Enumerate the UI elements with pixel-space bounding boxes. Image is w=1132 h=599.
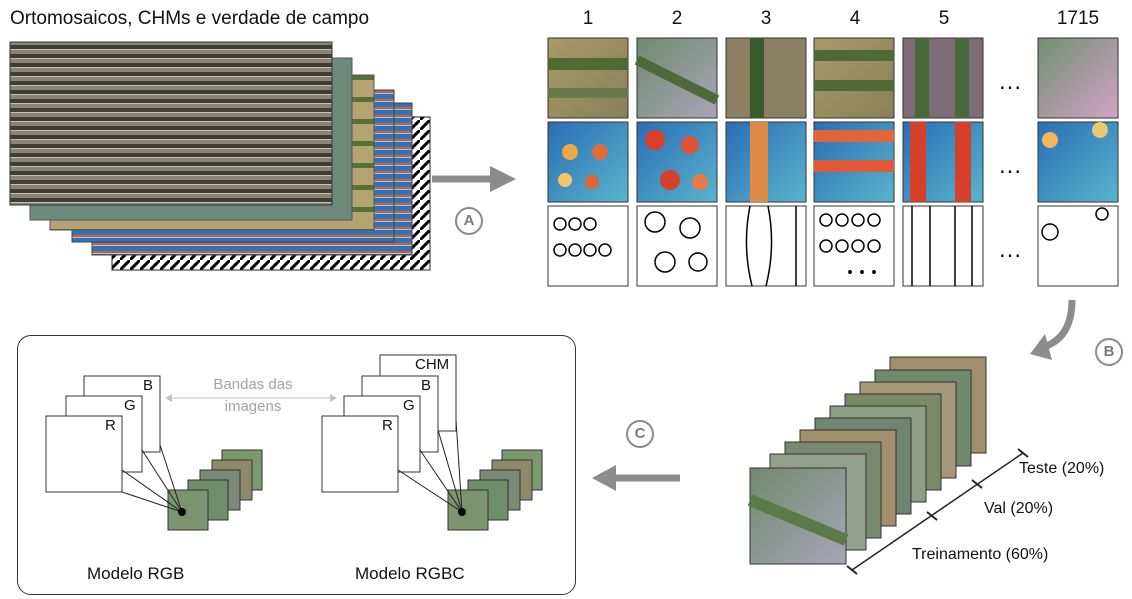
bands-label: imagens — [224, 398, 282, 415]
flow-arrow-icon — [165, 394, 172, 402]
tile-ellipsis: ... — [999, 152, 1023, 179]
column-number: 4 — [849, 8, 861, 29]
bands-label: Bandas das — [213, 376, 293, 393]
split-train-label: Treinamento (60%) — [912, 546, 1049, 563]
step-b-badge: B — [1095, 338, 1123, 366]
band-label: B — [143, 377, 154, 394]
column-number: 1 — [582, 8, 594, 29]
tile-ellipsis: ... — [999, 68, 1023, 95]
split-val-label: Val (20%) — [984, 500, 1054, 517]
column-number: 5 — [938, 8, 950, 29]
dataset-split-stack — [747, 356, 1029, 575]
step-c-badge: C — [626, 420, 654, 448]
band-label: R — [382, 417, 393, 434]
band-label: B — [421, 377, 432, 394]
flow-arrow-icon — [330, 394, 337, 402]
arrow-right-icon — [490, 166, 516, 192]
band-label: R — [105, 417, 116, 434]
model-rgb-diagram — [45, 375, 263, 531]
split-test-label: Teste (20%) — [1019, 460, 1105, 477]
band-label: G — [403, 397, 415, 414]
band-label: CHM — [415, 356, 450, 373]
column-number: 3 — [760, 8, 772, 29]
model-rgbc-diagram — [321, 354, 543, 531]
tile-grid — [547, 37, 1119, 287]
curved-arrow-down-icon — [1030, 334, 1052, 360]
column-number: 2 — [671, 8, 683, 29]
band-label: G — [124, 397, 136, 414]
model-rgbc-label: Modelo RGBC — [355, 564, 465, 583]
arrow-left-icon — [592, 465, 616, 491]
diagram-title: Ortomosaicos, CHMs e verdade de campo — [10, 8, 370, 29]
models-panel — [17, 335, 576, 595]
step-a-badge: A — [455, 207, 483, 235]
orthomosaic-stack — [9, 41, 431, 271]
model-rgb-label: Modelo RGB — [87, 564, 185, 583]
column-number: 1715 — [1056, 8, 1100, 29]
tile-ellipsis: ... — [999, 236, 1023, 263]
